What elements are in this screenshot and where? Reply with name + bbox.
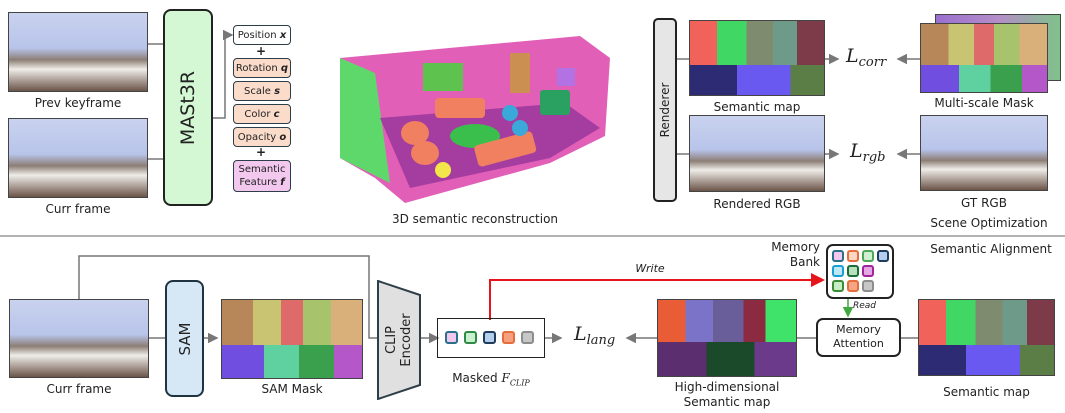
- semantic-map-bottom-image: [918, 299, 1055, 376]
- memory-feature-chip: [832, 250, 844, 262]
- semantic-map-bottom-label: Semantic map: [943, 385, 1030, 399]
- masked-feature-chip: [445, 331, 458, 344]
- multi-scale-mask-image: [920, 23, 1048, 93]
- renderer-label: Renderer: [658, 82, 672, 138]
- curr-frame-bottom-image: [9, 299, 149, 378]
- sam-label: SAM: [175, 321, 194, 356]
- attribute-opacity: Opacity o: [233, 127, 291, 147]
- 3d-semantic-reconstruction-label: 3D semantic reconstruction: [391, 212, 559, 226]
- plus-sign: +: [256, 145, 267, 159]
- rendered-rgb-image: [689, 115, 825, 192]
- semantic-alignment-title: Semantic Alignment: [930, 242, 1052, 256]
- masked-clip-features-box: [437, 318, 545, 358]
- memory-feature-chip: [862, 265, 874, 277]
- memory-feature-chip: [847, 250, 859, 262]
- read-label: Read: [853, 301, 877, 311]
- semantic-map-label: Semantic map: [713, 100, 801, 114]
- prev-keyframe-image: [8, 12, 148, 92]
- masked-fclip-label: Masked FCLIP: [452, 371, 530, 388]
- wire-mast3r-to-attributes: [213, 29, 234, 119]
- write-arrow: [489, 273, 825, 320]
- memory-feature-chip: [847, 280, 859, 292]
- memory-feature-chip: [862, 280, 874, 292]
- renderer-block: Renderer: [653, 18, 677, 202]
- 3d-semantic-reconstruction-image: [335, 18, 615, 203]
- masked-feature-chip: [464, 331, 477, 344]
- attribute-semantic-feature: Semantic Feature f: [233, 160, 291, 192]
- memory-feature-chip: [862, 250, 874, 262]
- mast3r-block: MASt3R: [163, 9, 213, 206]
- mast3r-label: MASt3R: [177, 70, 199, 145]
- attribute-position: Position x: [233, 25, 291, 45]
- attribute-color: Color c: [233, 104, 291, 124]
- masked-feature-chip: [483, 331, 496, 344]
- sam-mask-label: SAM Mask: [261, 382, 323, 396]
- memory-feature-chip: [877, 250, 889, 262]
- curr-frame-image: [8, 118, 148, 198]
- curr-frame-label: Curr frame: [45, 202, 111, 216]
- high-dimensional-semantic-map-image: [657, 299, 797, 377]
- sam-block[interactable]: SAM: [165, 280, 204, 397]
- loss-corr: Lcorr: [846, 45, 887, 70]
- attribute-rotation: Rotation q: [233, 58, 291, 78]
- masked-feature-chip: [521, 331, 534, 344]
- rendered-rgb-label: Rendered RGB: [713, 197, 801, 211]
- loss-lang: Llang: [574, 323, 616, 348]
- gt-rgb-label: GT RGB: [961, 196, 1007, 210]
- gt-rgb-image: [920, 115, 1048, 191]
- loss-rgb: Lrgb: [850, 140, 886, 165]
- attribute-scale: Scale s: [233, 81, 291, 101]
- memory-feature-chip: [832, 280, 844, 292]
- prev-keyframe-label: Prev keyframe: [34, 96, 122, 110]
- memory-feature-chip: [847, 265, 859, 277]
- plus-sign: +: [256, 44, 267, 58]
- masked-feature-chip: [502, 331, 515, 344]
- sam-mask-image: [221, 299, 363, 379]
- multi-scale-mask-label: Multi-scale Mask: [934, 96, 1034, 110]
- curr-frame-bottom-label: Curr frame: [46, 382, 112, 396]
- semantic-map-image: [689, 20, 825, 96]
- memory-feature-chip: [832, 265, 844, 277]
- scene-optimization-title: Scene Optimization: [930, 216, 1048, 230]
- write-label: Write: [635, 262, 665, 275]
